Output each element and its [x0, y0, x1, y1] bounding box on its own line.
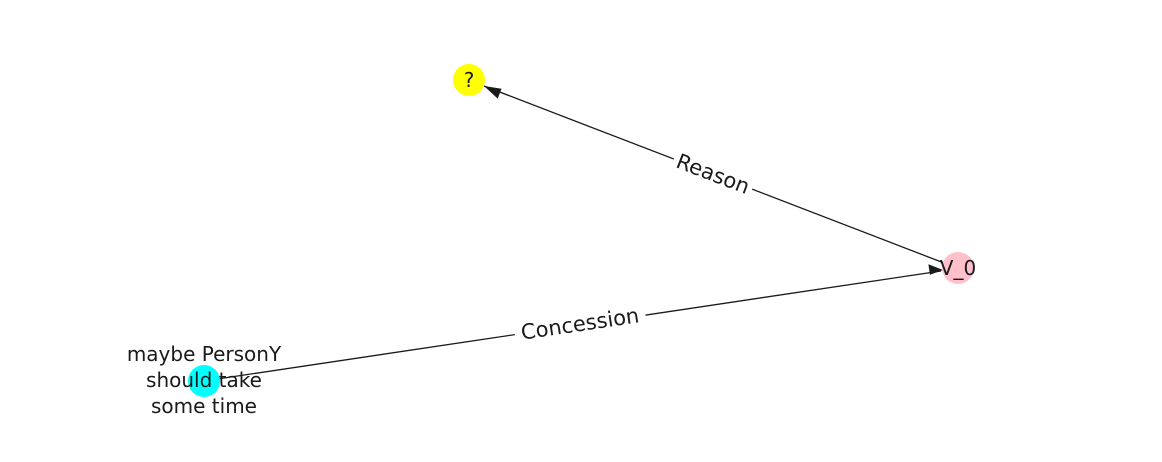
- node-v0-circle: [942, 252, 974, 284]
- edge-concession: Concession: [203, 264, 943, 382]
- node-question: ?: [453, 64, 485, 96]
- node-v0: V_0: [940, 252, 976, 284]
- edge-reason-label: Reason: [673, 149, 753, 199]
- node-v0-label: V_0: [940, 256, 976, 280]
- edge-concession-label-bg: [512, 300, 648, 348]
- edge-reason-arrowhead: [484, 86, 502, 99]
- node-question-label: ?: [464, 68, 475, 92]
- node-premise-label-line-1: maybe PersonY: [127, 342, 282, 366]
- node-premise-label-line-3: some time: [151, 394, 257, 418]
- node-question-circle: [453, 64, 485, 96]
- node-premise: maybe PersonY should take some time: [127, 342, 282, 418]
- edge-reason: Reason: [483, 85, 958, 269]
- node-premise-circle: [188, 365, 220, 397]
- edge-reason-label-bg: [668, 145, 758, 203]
- edge-concession-label: Concession: [519, 303, 640, 344]
- node-premise-label-line-2: should take: [146, 368, 262, 392]
- edge-concession-arrowhead: [928, 264, 943, 275]
